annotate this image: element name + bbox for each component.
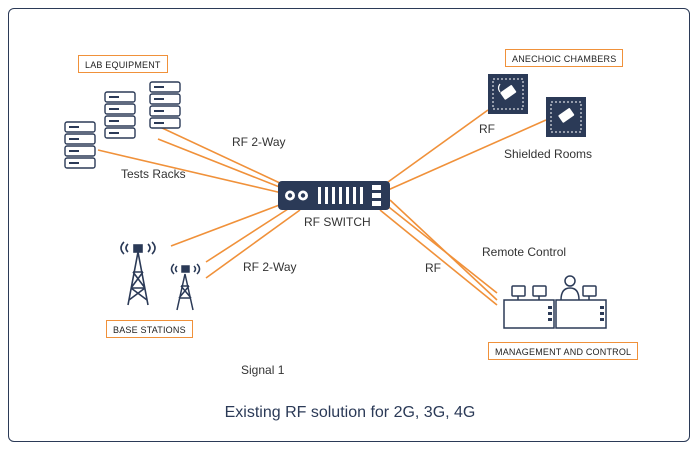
rf-mgmt-label: RF bbox=[425, 261, 441, 275]
connection-lines bbox=[97, 109, 547, 306]
server-rack-icon bbox=[149, 81, 181, 129]
desk-drawers bbox=[548, 306, 604, 321]
tests-racks-label: Tests Racks bbox=[121, 167, 186, 181]
anechoic-chambers-label: ANECHOIC CHAMBERS bbox=[505, 49, 624, 67]
link-rack-top bbox=[159, 126, 283, 185]
link-tower-3 bbox=[205, 209, 301, 279]
link-rack-mid bbox=[157, 138, 283, 189]
base-stations-label: BASE STATIONS bbox=[106, 320, 193, 338]
link-rack-low bbox=[97, 149, 283, 194]
lab-equipment-label: LAB EQUIPMENT bbox=[78, 55, 168, 73]
anechoic-chamber-icon bbox=[546, 97, 586, 137]
remote-control-label: Remote Control bbox=[482, 245, 567, 259]
server-rack-icon bbox=[64, 121, 96, 169]
link-chamber-2 bbox=[387, 119, 547, 191]
cell-tower-icon bbox=[170, 263, 201, 311]
link-tower-2 bbox=[205, 208, 289, 263]
operator-desk-icon bbox=[503, 275, 607, 329]
cell-tower-icon bbox=[120, 241, 156, 306]
rack-led-dots bbox=[69, 86, 164, 164]
link-mgmt-3 bbox=[379, 209, 498, 306]
link-mgmt-2 bbox=[389, 199, 498, 301]
rf-2way-bottom-label: RF 2-Way bbox=[243, 260, 297, 274]
link-chamber-1 bbox=[387, 109, 489, 183]
rf-switch-icon bbox=[278, 181, 390, 210]
server-rack-icon bbox=[64, 81, 181, 169]
diagram-frame bbox=[8, 8, 690, 442]
link-tower-1 bbox=[170, 203, 283, 247]
server-rack-icon bbox=[104, 91, 136, 139]
rf-chamber-label: RF bbox=[479, 122, 495, 136]
management-control-label: MANAGEMENT AND CONTROL bbox=[488, 342, 639, 360]
anechoic-chamber-icon bbox=[488, 74, 528, 114]
diagram-caption: Existing RF solution for 2G, 3G, 4G bbox=[224, 404, 476, 421]
signal-label: Signal 1 bbox=[241, 363, 285, 377]
shielded-rooms-label: Shielded Rooms bbox=[504, 147, 593, 161]
rf-switch-label: RF SWITCH bbox=[304, 215, 371, 229]
rf-2way-top-label: RF 2-Way bbox=[232, 135, 286, 149]
